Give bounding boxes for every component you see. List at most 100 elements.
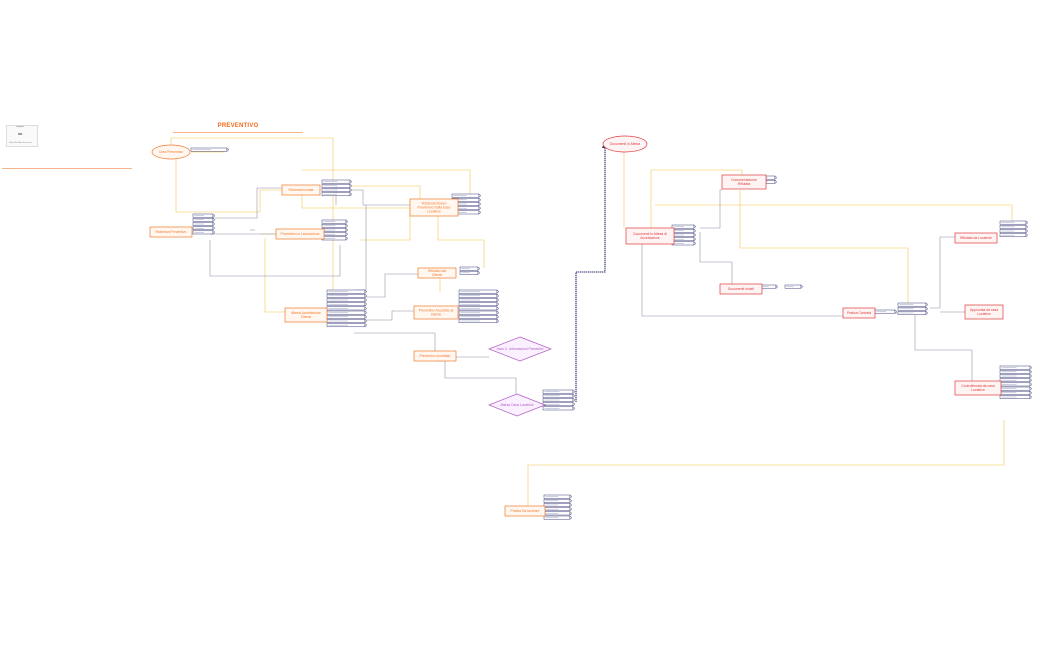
action-tab-arrow: [496, 318, 500, 324]
action-tab-arrow: [345, 227, 349, 233]
action-stack[interactable]: [192, 213, 216, 235]
node-label: Rifiutata da Locatrice: [960, 236, 992, 240]
edge-yellow: [264, 238, 285, 313]
legend-divider: [2, 168, 132, 169]
action-stack[interactable]: [459, 266, 481, 275]
action-tab-arrow: [1029, 386, 1033, 391]
node-label: Documentazione: [731, 178, 757, 182]
action-stack[interactable]: [874, 309, 898, 314]
action-stack[interactable]: [543, 494, 573, 520]
edge-yellow: [302, 169, 471, 199]
node-label: Richiesta Preventivo: [156, 230, 187, 234]
action-stack[interactable]: [542, 389, 576, 411]
action-tab-arrow: [775, 284, 779, 289]
action-tab-arrow: [572, 402, 576, 407]
action-stack[interactable]: [784, 284, 804, 289]
action-tab-arrow: [212, 221, 216, 227]
node-documenti[interactable]: Documenti in Attesa: [602, 135, 648, 153]
action-tab-arrow: [349, 187, 353, 193]
action-tab-arrow: [693, 241, 697, 246]
action-tab-arrow: [572, 393, 576, 398]
action-tab-arrow: [569, 511, 573, 516]
action-tab-arrow: [569, 498, 573, 503]
edge-gray: [700, 189, 722, 229]
action-tab-arrow: [364, 306, 368, 311]
action-tab-arrow: [496, 306, 500, 311]
action-tab-arrow: [800, 284, 804, 289]
action-stack[interactable]: [326, 289, 368, 328]
action-tab-arrow: [477, 270, 481, 275]
action-tab-arrow: [1025, 224, 1029, 229]
node-label: Preventivo Dalla base: [418, 206, 451, 210]
diagram-title: PREVENTIVO: [217, 123, 259, 129]
action-tab-arrow: [478, 210, 482, 215]
action-tab-arrow: [1025, 220, 1029, 225]
node-pratica_caricata[interactable]: Pratica Caricata: [842, 307, 876, 319]
edge-yellow: [170, 137, 334, 297]
action-tab-arrow: [364, 302, 368, 307]
node-accettato[interactable]: Preventivo Accettato: [413, 350, 457, 362]
action-tab-arrow: [349, 183, 353, 188]
action-tab-arrow: [569, 502, 573, 508]
node-inviata[interactable]: Richiesta Inviata: [281, 184, 321, 196]
action-tab-arrow: [212, 230, 216, 235]
action-stack[interactable]: [897, 302, 929, 316]
edge-yellow: [347, 185, 421, 199]
action-stack[interactable]: [321, 179, 353, 197]
edge-gray: [699, 232, 733, 284]
action-stack[interactable]: [458, 289, 500, 324]
action-tab-arrow: [572, 406, 576, 411]
action-stack[interactable]: [759, 284, 779, 289]
action-tab-arrow: [1029, 390, 1033, 395]
node-chiuso[interactable]: Pratica Da lavorare: [504, 505, 546, 517]
action-tab-arrow: [925, 310, 929, 316]
action-tab-arrow: [496, 293, 500, 298]
action-tab-arrow: [349, 179, 353, 184]
node-lavorazione[interactable]: Preventivo in Lavorazione: [275, 228, 325, 240]
node-label: Controfirmata da casa: [961, 384, 994, 388]
node-label: Crea Preventivo: [159, 150, 183, 154]
action-stack[interactable]: [190, 147, 230, 152]
node-label: Locatrice: [971, 388, 985, 392]
action-tab-arrow: [496, 302, 500, 307]
node-label: Approvata da casa: [970, 308, 998, 312]
node-invio[interactable]: Invio C. Informazioni Preventivi: [488, 336, 552, 362]
node-doc_inviati[interactable]: Documenti Inviati: [719, 283, 763, 295]
action-tab-arrow: [693, 232, 697, 238]
node-label: Preventivo Accettato al: [419, 309, 454, 313]
node-crea[interactable]: Crea Preventivo: [151, 144, 191, 160]
action-tab-arrow: [1025, 233, 1029, 238]
action-tab-arrow: [364, 314, 368, 319]
node-rifiutata_loc[interactable]: Rifiutata da Locatrice: [954, 232, 998, 244]
action-tab-arrow: [212, 213, 216, 218]
node-label: Documenti Inviati: [728, 287, 754, 291]
node-label: Richiesta Nuovo: [422, 202, 447, 206]
edge-gray: [914, 315, 973, 381]
node-attesa_loc[interactable]: Attesa Casa Locatrice: [488, 393, 546, 417]
action-tab-arrow: [925, 302, 929, 307]
edge-gray: [212, 187, 282, 219]
action-stack[interactable]: [671, 224, 697, 246]
action-stack[interactable]: [321, 219, 349, 241]
node-label: Invio C. Informazioni Preventivi: [497, 347, 544, 351]
action-tab-arrow: [774, 179, 778, 184]
action-tab-arrow: [894, 309, 898, 314]
action-stack[interactable]: [999, 220, 1029, 238]
action-tab-arrow: [364, 289, 368, 294]
title-underline: [173, 132, 303, 133]
edge-gray: [360, 310, 414, 321]
action-tab-arrow: [364, 310, 368, 315]
action-tab-arrow: [364, 323, 368, 328]
node-richiesta[interactable]: Richiesta Preventivo: [149, 226, 193, 238]
node-label: Preventivo Accettato: [420, 354, 451, 358]
action-stack[interactable]: [999, 365, 1033, 400]
